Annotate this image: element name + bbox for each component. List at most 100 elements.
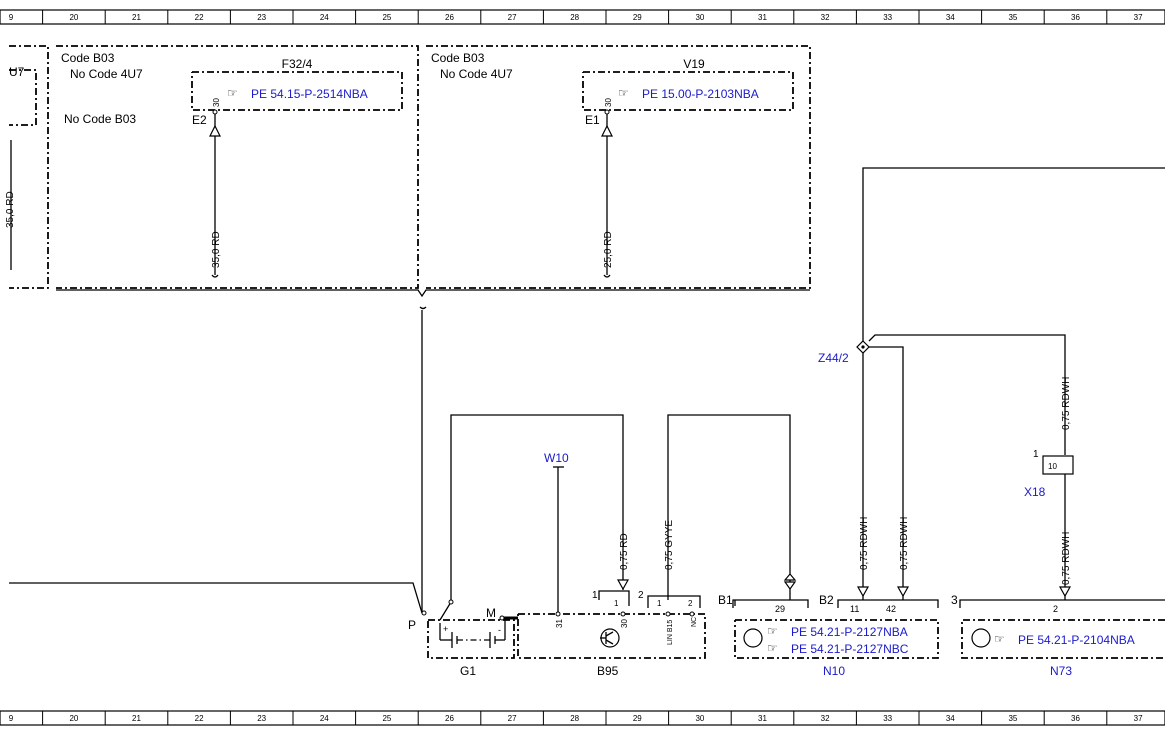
svg-text:3: 3 (951, 593, 958, 607)
ruler-label: 34 (946, 714, 955, 723)
transistor-icon (743, 628, 763, 648)
svg-text:LIN B15: LIN B15 (667, 620, 674, 645)
brace (56, 289, 810, 298)
svg-text:2: 2 (688, 599, 693, 608)
ruler-label: 25 (382, 714, 391, 723)
g1-m-label: M (486, 606, 496, 620)
z44-label[interactable]: Z44/2 (818, 351, 849, 365)
svg-text:30: 30 (620, 619, 629, 628)
n73-module: 3 2 ☞ PE 54.21-P-2104NBA N73 (951, 593, 1165, 678)
f32-no-b03: No Code B03 (64, 112, 136, 126)
x18-label[interactable]: X18 (1024, 485, 1046, 499)
ruler-label: 24 (320, 13, 329, 22)
ruler-label: 25 (382, 13, 391, 22)
g1-p-label: P (408, 618, 416, 632)
hand-pointer-icon: ☞ (767, 624, 778, 638)
hand-pointer-icon: ☞ (994, 632, 1005, 646)
ruler-label: 20 (69, 13, 78, 22)
ruler-label: 26 (445, 714, 454, 723)
n10-ref1-link[interactable]: PE 54.21-P-2127NBA (791, 625, 908, 639)
f32-block: Code B03 No Code 4U7 No Code B03 F32/4 ☞… (56, 45, 419, 289)
v19-code-b03: Code B03 (431, 51, 485, 65)
ruler-label: 26 (445, 13, 454, 22)
ruler-label: 22 (195, 13, 204, 22)
ruler-label: 22 (195, 714, 204, 723)
svg-text:B2: B2 (819, 593, 834, 607)
v19-block: Code B03 No Code 4U7 V19 ☞ PE 15.00-P-21… (426, 45, 811, 289)
v19-no-4u7: No Code 4U7 (440, 67, 513, 81)
ruler-label: 27 (508, 13, 517, 22)
ruler-label: 21 (132, 714, 141, 723)
v19-ref-link[interactable]: PE 15.00-P-2103NBA (642, 87, 759, 101)
v19-terminal: E1 (585, 113, 600, 127)
svg-text:+: + (443, 624, 448, 634)
ruler-label: 29 (633, 13, 642, 22)
ruler-label: 31 (758, 13, 767, 22)
svg-text:-: - (498, 625, 501, 635)
b95-label: B95 (597, 664, 619, 678)
ruler-label: 35 (1008, 714, 1017, 723)
g1-label: G1 (460, 664, 476, 678)
n73-label[interactable]: N73 (1050, 664, 1072, 678)
ruler-label: 27 (508, 714, 517, 723)
x18-top-wire: 0,75 RDWH (1061, 377, 1072, 430)
ruler-label: 33 (883, 714, 892, 723)
ruler-label: 30 (695, 13, 704, 22)
g1-battery: + - M G1 (427, 606, 518, 678)
n10-label[interactable]: N10 (823, 664, 845, 678)
svg-text:B1: B1 (718, 593, 733, 607)
f32-wire-label: 35,0 RD (211, 231, 222, 268)
n10-11-wire: 0,75 RDWH (859, 517, 870, 570)
v19-pin: 30 (604, 98, 613, 107)
ruler-label: 30 (695, 714, 704, 723)
svg-text:31: 31 (555, 619, 564, 628)
ruler-label: 34 (946, 13, 955, 22)
b95-30-wire: 0,75 RD (619, 533, 630, 570)
left-partial-block: U7 35,0 RD (5, 45, 49, 289)
svg-text:1: 1 (614, 599, 619, 608)
hand-pointer-icon: ☞ (618, 86, 629, 100)
w10-label[interactable]: W10 (544, 451, 569, 465)
b95-sensor: 31 1 1 30 2 1 2 LIN B15 NC B95 (517, 590, 706, 678)
svg-text:10: 10 (1048, 462, 1057, 471)
f32-ref-link[interactable]: PE 54.15-P-2514NBA (251, 87, 368, 101)
svg-text:11: 11 (850, 604, 859, 614)
n10-ref2-link[interactable]: PE 54.21-P-2127NBC (791, 642, 909, 656)
ruler-label: 23 (257, 13, 266, 22)
ruler-label: 9 (9, 714, 14, 723)
b95-lin-wire: 0,75 GYYE (664, 520, 675, 570)
svg-text:NC: NC (691, 617, 698, 627)
f32-terminal: E2 (192, 113, 207, 127)
ruler-label: 33 (883, 13, 892, 22)
f32-component-label: F32/4 (282, 57, 313, 71)
v19-component-label: V19 (683, 57, 705, 71)
ruler-label: 36 (1071, 714, 1080, 723)
f32-pin: 30 (212, 98, 221, 107)
x18-bot-wire: 0,75 RDWH (1061, 532, 1072, 585)
svg-text:2: 2 (1053, 604, 1058, 614)
ruler-label: 21 (132, 13, 141, 22)
ruler-label: 31 (758, 714, 767, 723)
ruler-label: 35 (1008, 13, 1017, 22)
ruler-label: 28 (570, 13, 579, 22)
ruler-label: 9 (9, 13, 14, 22)
transistor-icon (971, 628, 991, 648)
svg-text:1: 1 (657, 599, 662, 608)
ruler-label: 29 (633, 714, 642, 723)
v19-wire-label: 25,0 RD (603, 231, 614, 268)
n73-ref-link[interactable]: PE 54.21-P-2104NBA (1018, 633, 1135, 647)
ruler-label: 28 (570, 714, 579, 723)
hand-pointer-icon: ☞ (767, 641, 778, 655)
ruler-label: 32 (821, 714, 830, 723)
ruler-label: 32 (821, 13, 830, 22)
ruler-label: 37 (1134, 13, 1143, 22)
n10-module: B1 29 B2 11 42 ☞ PE 54.21-P-2127NBA ☞ PE… (718, 593, 939, 678)
f32-code-b03: Code B03 (61, 51, 115, 65)
svg-text:1: 1 (1033, 449, 1039, 460)
ruler-label: 20 (69, 714, 78, 723)
x18-connector: 1 10 X18 (1024, 449, 1074, 499)
svg-text:1: 1 (592, 590, 598, 601)
n10-42-wire: 0,75 RDWH (899, 517, 910, 570)
